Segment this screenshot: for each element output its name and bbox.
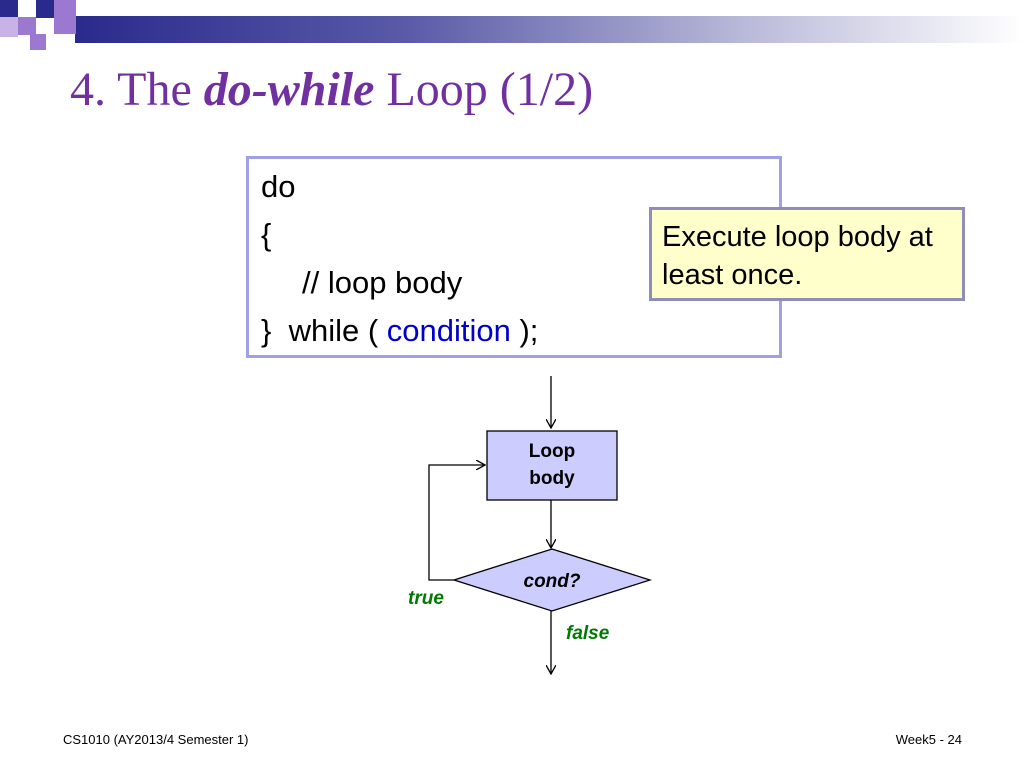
title-suffix: Loop (1/2): [374, 63, 594, 116]
code-line-while: } while ( condition );: [261, 313, 538, 349]
deco-square: [54, 0, 76, 34]
footer-course: CS1010 (AY2013/4 Semester 1): [63, 732, 249, 747]
header-gradient-bar: [75, 16, 1024, 43]
deco-square: [30, 34, 46, 50]
footer-page: Week5 - 24: [895, 732, 962, 747]
loop-body-label-line1: Loop: [529, 441, 575, 462]
deco-square: [0, 17, 18, 37]
code-while-prefix: } while (: [261, 313, 387, 348]
title-emphasis: do-while: [203, 63, 375, 116]
condition-label: cond?: [524, 571, 581, 592]
code-condition: condition: [386, 313, 511, 348]
title-prefix: 4. The: [70, 63, 204, 116]
deco-square: [36, 0, 54, 18]
true-loop-back-arrow: [428, 465, 485, 581]
note-callout: Execute loop body at least once.: [649, 207, 965, 301]
deco-square: [0, 0, 18, 18]
true-label: true: [408, 588, 444, 609]
false-label: false: [566, 623, 610, 644]
deco-square: [18, 17, 36, 35]
condition-node: [451, 548, 653, 612]
code-line-open-brace: {: [261, 217, 272, 252]
code-while-suffix: );: [510, 313, 539, 348]
loop-body-label-line2: body: [529, 468, 575, 489]
code-line-comment: // loop body: [302, 265, 463, 300]
loop-body-node: [486, 430, 618, 501]
slide-title: 4. The do-while Loop (1/2): [70, 62, 593, 117]
code-line-do: do: [261, 169, 296, 204]
